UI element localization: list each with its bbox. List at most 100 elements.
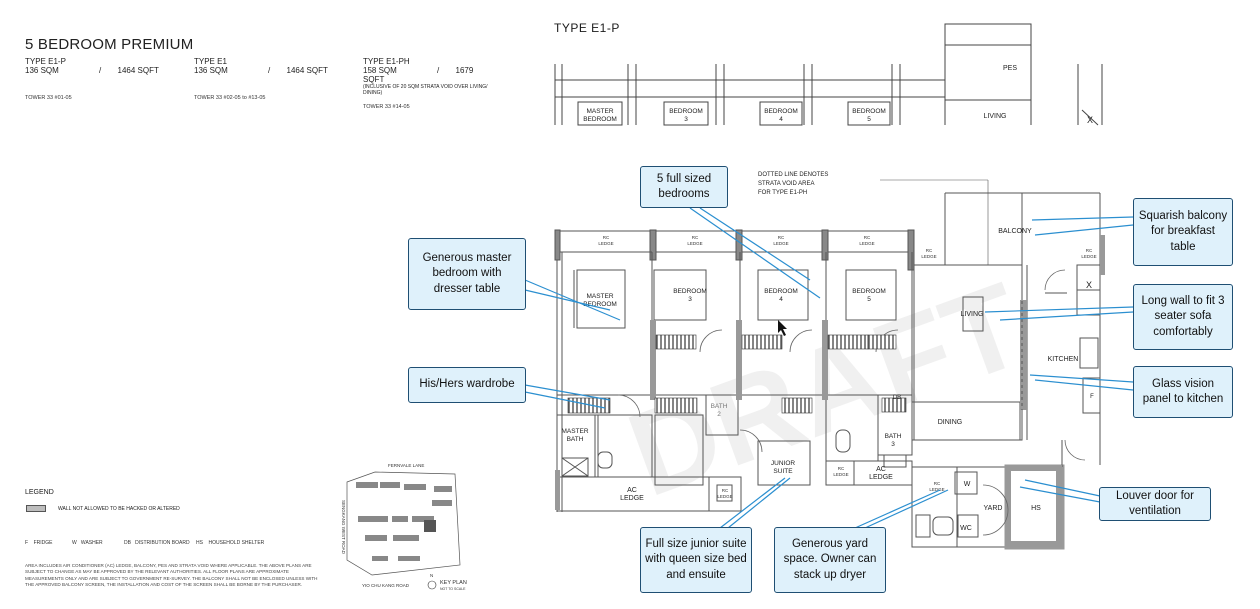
north-icon [427,580,437,590]
unit-type-e1p: TYPE E1-P 136 SQM / 1464 SQFT TOWER 33 #… [25,57,159,103]
svg-text:RC: RC [603,235,610,240]
strata-note: DOTTED LINE DENOTES STRATA VOID AREA FOR… [758,172,828,196]
unit-type-e1: TYPE E1 136 SQM / 1464 SQFT TOWER 33 #02… [194,57,328,103]
junior-suite-label: JUNIOR [771,460,796,467]
top-master-label: MASTER [586,108,613,115]
svg-text:LEDGE: LEDGE [687,241,702,246]
svg-text:LEDGE: LEDGE [859,241,874,246]
mouse-cursor-icon [778,320,787,336]
svg-text:LEDGE: LEDGE [1081,254,1096,259]
road-fernvale: FERNVALE LANE [388,463,424,468]
wc-label: WC [960,525,972,532]
svg-text:RC: RC [864,235,871,240]
living-label: LIVING [961,311,984,318]
page-title: 5 BEDROOM PREMIUM [25,36,194,53]
type-sep: / [268,66,271,75]
key-plan-labels: FERNVALE LANE SENGKANG WEST ROAD YIO CHU… [341,463,467,591]
ac-ledge-label-2b: LEDGE [869,474,893,481]
type-sqm: 136 SQM [25,66,59,75]
type-sqft: 1679 SQFT [363,66,474,84]
callout-yard: Generous yard space. Owner can stack up … [774,527,886,593]
yard-label: YARD [984,505,1003,512]
top-bedroom4-num: 4 [779,116,783,123]
f-label: F [1090,394,1094,400]
top-bedroom5-label: BEDROOM [852,108,886,115]
master-bath-label: MASTER [561,428,588,435]
bedroom3-label: BEDROOM [673,288,707,295]
svg-text:RC: RC [926,248,933,253]
bath2-num: 2 [717,411,721,418]
callout-balcony: Squarish balcony for breakfast table [1133,198,1233,266]
wardrobe-blocks [567,334,907,414]
svg-text:LEDGE: LEDGE [929,487,944,492]
bedroom5-num: 5 [867,296,871,303]
bath3-label: BATH [885,433,902,440]
top-bedroom5-num: 5 [867,116,871,123]
db-label: DB [893,395,901,401]
type-name: TYPE E1-P [25,57,66,66]
callout-master-bedroom: Generous master bedroom with dresser tab… [408,238,526,310]
master-bath-label-2: BATH [567,436,584,443]
type-sep: / [99,66,102,75]
kitchen-label: KITCHEN [1048,356,1079,363]
svg-text:RC: RC [778,235,785,240]
w-label: W [964,481,971,488]
abbr-washer: W WASHER [72,540,103,546]
junior-suite-label-2: SUITE [773,468,793,475]
north-label: N [430,573,433,578]
type-sep: / [437,66,440,75]
type-tower: TOWER 33 #02-05 to #13-05 [194,95,266,101]
svg-text:LEDGE: LEDGE [773,241,788,246]
road-sengkang: SENGKANG WEST ROAD [341,500,346,555]
svg-text:RC: RC [722,488,729,493]
key-plan [346,471,461,576]
svg-text:DOTTED LINE DENOTES: DOTTED LINE DENOTES [758,172,828,178]
balcony-label: BALCONY [998,228,1032,235]
svg-text:LEDGE: LEDGE [717,494,732,499]
bedroom3-num: 3 [688,296,692,303]
svg-text:RC: RC [1086,248,1093,253]
disclaimer-text: Area includes air conditioner (AC) ledge… [25,563,318,587]
top-living-label: LIVING [984,113,1007,120]
callout-bedrooms: 5 full sized bedrooms [640,166,728,208]
top-plan-strip [554,23,1103,126]
ac-ledge-label-1b: LEDGE [620,495,644,502]
top-bedroom4-label: BEDROOM [764,108,798,115]
callout-wardrobe: His/Hers wardrobe [408,367,526,403]
legend-title: LEGEND [25,489,54,496]
abbr-db: DB DISTRIBUTION BOARD [124,540,190,546]
master-bedroom-label-2: BEDROOM [583,301,617,308]
master-bedroom-label: MASTER [586,293,613,300]
type-name: TYPE E1-PH [363,57,410,66]
svg-text:FOR TYPE E1-PH: FOR TYPE E1-PH [758,190,807,196]
type-sqft: 1464 SQFT [117,66,159,75]
type-sqm: 158 SQM [363,66,397,75]
strata-void-line [914,264,1023,441]
type-tower: TOWER 33 #14-05 [363,104,410,110]
key-plan-sub: NOT TO SCALE [440,587,466,591]
ac-ledge-label-1: AC [627,487,637,494]
hs-label: HS [1031,505,1041,512]
type-sqft: 1464 SQFT [286,66,328,75]
ac-ledge-label-2: AC [876,466,886,473]
top-bedroom3-num: 3 [684,116,688,123]
callout-leaders [524,207,1134,529]
svg-text:LEDGE: LEDGE [598,241,613,246]
top-pes-label: PES [1003,65,1017,72]
svg-text:RC: RC [838,466,845,471]
callout-louver-door: Louver door for ventilation [1099,487,1211,521]
bath2-label: BATH [711,403,728,410]
road-yio: YIO CHU KANG ROAD [362,583,410,588]
svg-text:LEDGE: LEDGE [921,254,936,259]
abbr-fridge: F FRIDGE [25,540,53,546]
top-master-label-2: BEDROOM [583,116,617,123]
door-swings [617,269,1086,536]
callout-living-wall: Long wall to fit 3 seater sofa comfortab… [1133,284,1233,350]
top-bedroom3-label: BEDROOM [669,108,703,115]
x-label: X [1086,280,1092,290]
bedroom5-label: BEDROOM [852,288,886,295]
bedroom4-num: 4 [779,296,783,303]
type-sqm: 136 SQM [194,66,228,75]
